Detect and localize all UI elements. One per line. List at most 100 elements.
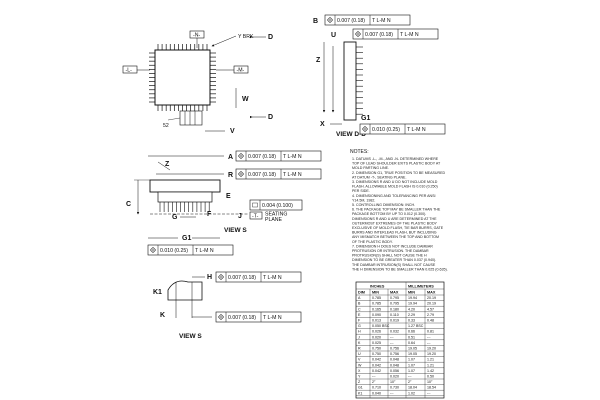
table-cell: 1.07: [408, 369, 415, 373]
fcf-k-tol: 0.007 (0.18): [228, 315, 256, 321]
fcf-r: 0.007 (0.18) T L-M N: [235, 168, 322, 180]
table-cell: 1.07: [408, 358, 415, 362]
table-cell: G: [358, 324, 361, 328]
note-line: 6. THE PACKAGE TOP MAY BE SMALLER THAN T…: [352, 208, 441, 212]
table-cell: 2.29: [408, 313, 415, 317]
table-header-cell: DIM: [358, 291, 365, 295]
table-cell: ---: [390, 391, 394, 395]
table-cell: F: [358, 319, 361, 323]
view-dd: B 0.007 (0.18) T L-M N U 0.007 (0.18) T …: [313, 14, 446, 138]
note-line: 3. DIMENSIONS R AND U DO NOT INCLUDE MOL…: [352, 180, 438, 184]
seating-label-1: SEATING: [265, 212, 287, 218]
note-line: PACKAGE BOTTOM BY UP TO 0.012 (0.300).: [352, 212, 426, 216]
table-cell: ---: [408, 375, 412, 379]
view-dd-label: VIEW D-D: [336, 131, 366, 138]
note-line: 7. DIMENSION H DOES NOT INCLUDE DAMBAR: [352, 244, 433, 248]
note-line: THE DAMBAR INTRUSION(S) SHALL NOT CAUSE: [352, 263, 436, 267]
table-cell: 1.21: [427, 358, 434, 362]
dim-h: H: [207, 274, 212, 281]
table-cell: 0.81: [427, 330, 434, 334]
table-header-cell: MAX: [390, 291, 399, 295]
seating-label-2: PLANE: [265, 217, 283, 223]
note-line: BURRS AND INTERLEAD FLASH, BUT INCLUDING: [352, 231, 437, 235]
table-cell: 0.48: [427, 319, 434, 323]
view-s-label-1: VIEW S: [224, 227, 247, 234]
table-cell: 0.026: [372, 330, 381, 334]
dim-d-top: D: [268, 34, 273, 41]
note-line: TOP OF LEAD SHOULDER EXITS PLASTIC BODY …: [352, 162, 441, 166]
note-line: 5. CONTROLLING DIMENSION: INCH.: [352, 203, 415, 207]
table-cell: X: [358, 369, 361, 373]
datum-l-label: -L-: [126, 68, 133, 74]
table-cell: 19.94: [408, 296, 417, 300]
table-group-inches: INCHES: [370, 285, 385, 289]
table-cell: 0.710: [372, 386, 381, 390]
table-cell: ---: [390, 335, 394, 339]
table-cell: R: [358, 347, 361, 351]
table-cell: 0.795: [390, 296, 399, 300]
table-cell: 4.20: [408, 307, 415, 311]
table-cell: 20.19: [427, 302, 436, 306]
y-brk-label: Y BRK: [238, 34, 254, 40]
note-line: MOLD PARTING LINE.: [352, 166, 389, 170]
table-cell: 0.032: [390, 330, 399, 334]
dim-g: G: [172, 214, 178, 221]
fcf-flatness-tol: 0.004 (0.100): [262, 203, 293, 209]
table-cell: 19.20: [427, 352, 436, 356]
table-cell: 18.54: [427, 386, 436, 390]
table-cell: 1.07: [408, 363, 415, 367]
table-cell: 2°: [372, 380, 376, 384]
dim-f: F: [207, 211, 212, 218]
dim-k1: K1: [153, 289, 162, 296]
table-cell: 4.57: [427, 307, 434, 311]
fcf-g1-dd-mod: T L-M N: [407, 127, 426, 133]
fcf-u: 0.007 (0.18) T L-M N: [352, 28, 439, 40]
dim-k: K: [160, 312, 165, 319]
table-cell: 18.04: [408, 386, 417, 390]
table-cell: 20.19: [427, 296, 436, 300]
table-cell: 1.02: [408, 391, 415, 395]
table-cell: 0.056: [390, 369, 399, 373]
table-cell: 19.94: [408, 302, 417, 306]
table-cell: 0.042: [372, 369, 381, 373]
view-s-label-2: VIEW S: [179, 333, 202, 340]
note-line: DIMENSIONS R AND U ARE DETERMINED AT THE: [352, 217, 437, 221]
notes-block: NOTES: 1. DATUMS -L-, -M-, AND -N- DETER…: [350, 149, 448, 271]
dim-g1-side: G1: [182, 235, 191, 242]
note-line: AT DATUM -T-, SEATING PLANE.: [352, 175, 406, 179]
dim-x: X: [320, 121, 325, 128]
table-cell: 0.048: [390, 363, 399, 367]
table-cell: 1.42: [427, 369, 434, 373]
table-cell: A: [358, 296, 361, 300]
table-cell: 10°: [427, 380, 433, 384]
table-cell: ---: [390, 341, 394, 345]
note-line: PER SIDE.: [352, 189, 370, 193]
view-s-detail: K1 K H 0.007 (0.18) T L-M N 0.007 (0.18)…: [153, 271, 302, 340]
table-cell: 0.795: [390, 302, 399, 306]
fcf-g1-side: 0.010 (0.25) T L-M N: [147, 244, 234, 256]
table-cell: 0.165: [372, 307, 381, 311]
table-cell: Z: [358, 380, 361, 384]
table-cell: 0.756: [390, 352, 399, 356]
table-cell: 0.042: [372, 363, 381, 367]
table-cell: U: [358, 352, 361, 356]
table-header-cell: MIN: [408, 291, 415, 295]
table-cell: 0.025: [372, 341, 381, 345]
dim-v: V: [230, 128, 235, 135]
table-cell: 2°: [408, 380, 412, 384]
fcf-u-mod: T L-M N: [400, 32, 419, 38]
table-cell: 0.048: [390, 358, 399, 362]
table-cell: 0.040: [372, 391, 381, 395]
fcf-a-tol: 0.007 (0.18): [248, 154, 276, 160]
table-cell: 19.20: [427, 347, 436, 351]
dim-j: J: [238, 213, 242, 220]
fcf-g1-side-mod: T L-M N: [195, 248, 214, 254]
fcf-u-tol: 0.007 (0.18): [365, 32, 393, 38]
fcf-g1-side-tol: 0.010 (0.25): [160, 248, 188, 254]
note-line: 1. DATUMS -L-, -M-, AND -N- DETERMINED W…: [352, 157, 439, 161]
datum-n-label: -N-: [193, 33, 200, 39]
note-line: Y14.5M, 1982.: [352, 198, 375, 202]
table-cell: K1: [358, 391, 362, 395]
